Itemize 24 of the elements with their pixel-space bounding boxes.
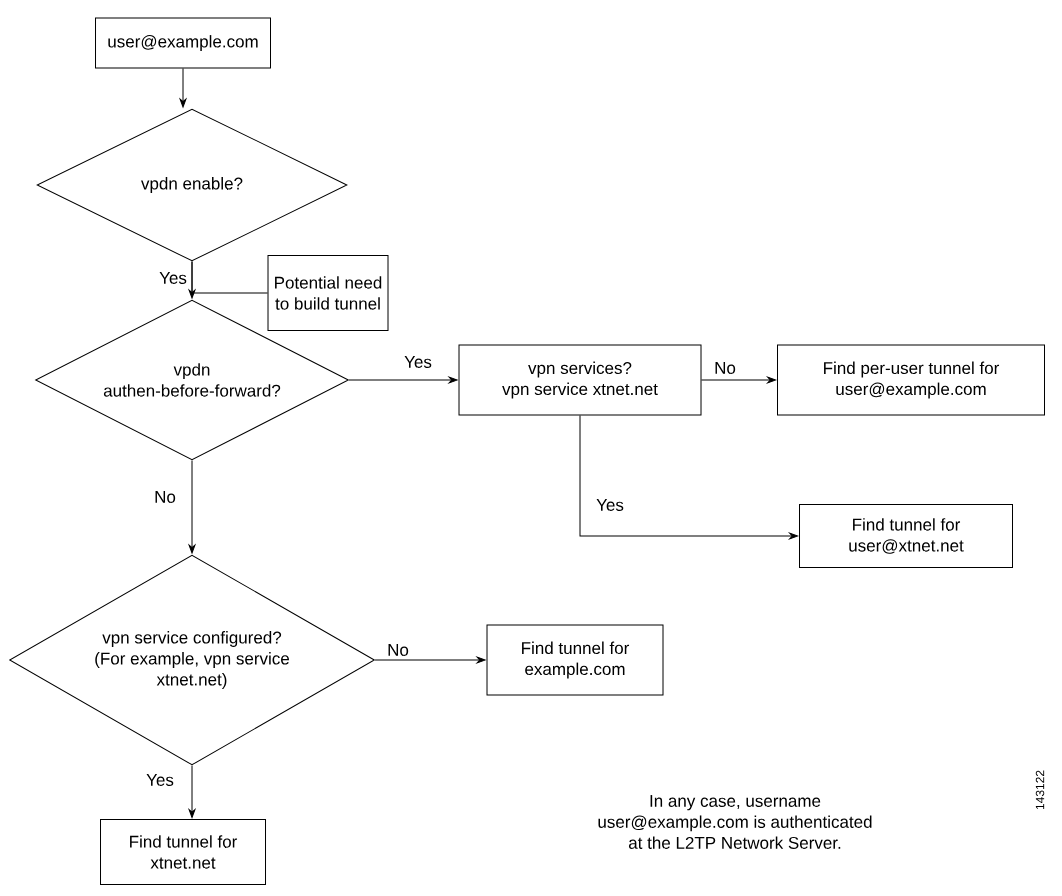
- edge-label: Yes: [145, 773, 175, 787]
- figure-number: 143122: [1035, 770, 1045, 810]
- arrow: [348, 376, 458, 384]
- process-box: vpn services? vpn service xtnet.net: [458, 344, 702, 416]
- process-box: Find tunnel for xtnet.net: [100, 819, 266, 885]
- process-box: Find per-user tunnel for user@example.com: [777, 344, 1045, 416]
- process-box: Find tunnel for user@xtnet.net: [799, 504, 1013, 568]
- edge-label: Yes: [403, 355, 433, 369]
- edge-label: No: [153, 490, 177, 504]
- process-box: Find tunnel for example.com: [486, 624, 664, 696]
- arrow: [579, 415, 799, 540]
- edge-label: No: [713, 361, 737, 375]
- arrow: [179, 68, 187, 108]
- edge-label: Yes: [595, 498, 625, 512]
- edge-label: Yes: [158, 271, 188, 285]
- connector-line: [191, 261, 268, 294]
- note-text: In any case, username user@example.com is authenticated at the L2TP Network Server.: [598, 795, 872, 849]
- edge-label: No: [386, 643, 410, 657]
- arrow: [374, 656, 486, 664]
- arrow: [188, 460, 196, 554]
- process-box: user@example.com: [95, 17, 271, 69]
- process-box: Potential need to build tunnel: [267, 255, 389, 331]
- arrow: [188, 765, 196, 819]
- arrow: [701, 376, 777, 384]
